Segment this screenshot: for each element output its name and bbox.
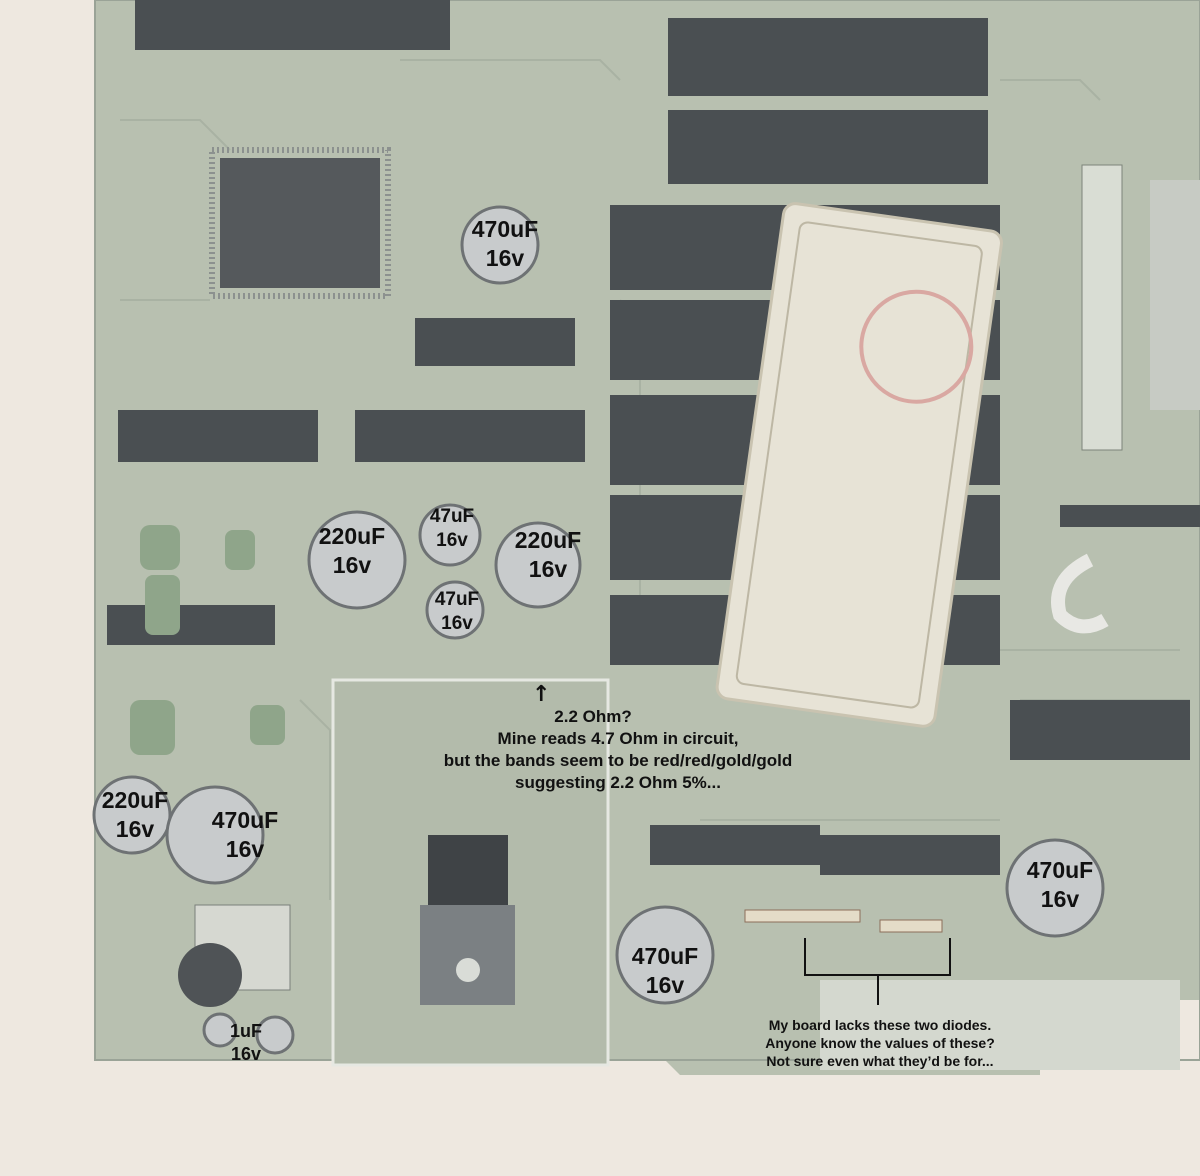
diode-note: My board lacks these two diodes. Anyone … <box>765 1017 995 1070</box>
resistor-note: 2.2 Ohm? Mine reads 4.7 Ohm in circuit, … <box>443 707 793 793</box>
resistor-arrow-icon: ↑ <box>532 682 551 707</box>
